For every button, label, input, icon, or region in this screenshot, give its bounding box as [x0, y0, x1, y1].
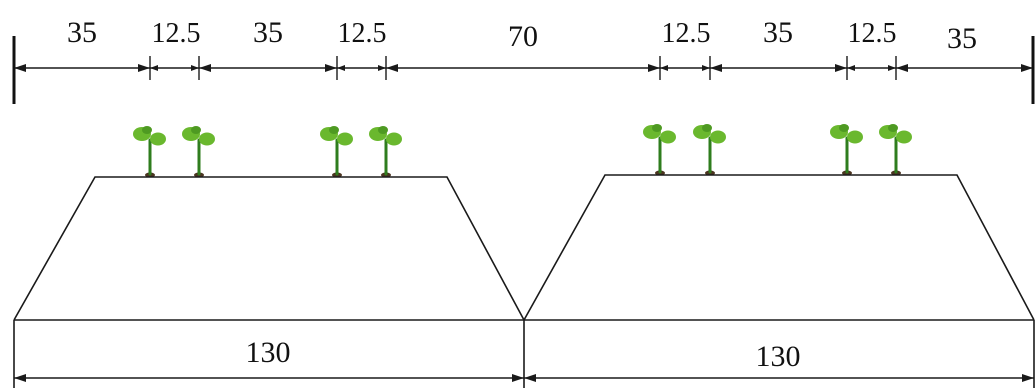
seedling-icon: [182, 126, 215, 178]
seedling-icon: [643, 124, 676, 176]
seedling-row: [133, 124, 912, 178]
right-bed-width-label: 130: [756, 340, 801, 373]
spacing-label-4: 12.5: [338, 18, 387, 49]
seedling-icon: [133, 126, 166, 178]
left-bed-outline: [13, 176, 525, 321]
right-bed-outline: [523, 174, 1035, 321]
seedling-icon: [879, 124, 912, 176]
seedling-icon: [830, 124, 863, 176]
top-dimension-line: 35 12.5 35 12.5 70 12.5 35 12.5 35: [12, 16, 1035, 104]
spacing-label-3: 35: [253, 16, 283, 49]
spacing-label-5: 70: [508, 20, 538, 53]
spacing-label-8: 12.5: [848, 18, 897, 49]
seedling-icon: [693, 124, 726, 176]
seedling-icon: [369, 126, 402, 178]
spacing-label-6: 12.5: [662, 18, 711, 49]
spacing-label-2: 12.5: [152, 18, 201, 49]
top-arrowheads: [14, 64, 1033, 72]
spacing-label-7: 35: [763, 16, 793, 49]
left-bed-width-label: 130: [246, 336, 291, 369]
seedling-icon: [320, 126, 353, 178]
spacing-label-9: 35: [947, 22, 977, 55]
spacing-label-1: 35: [67, 16, 97, 49]
bottom-dimension-lines: 130 130: [13, 320, 1035, 388]
